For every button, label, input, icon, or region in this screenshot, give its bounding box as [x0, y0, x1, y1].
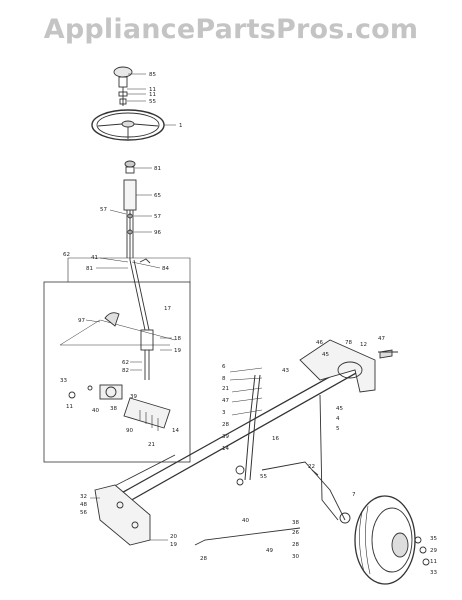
- inset-detail-box: [43, 257, 191, 463]
- callout-number: 30: [292, 554, 299, 560]
- callout-number: 29: [430, 548, 437, 554]
- callout-number: 18: [174, 336, 181, 342]
- callout-number: 11: [149, 87, 156, 93]
- callout-number: 19: [174, 348, 181, 354]
- callout-number: 81: [86, 266, 93, 272]
- callout-number: 40: [242, 518, 249, 524]
- callout-number: 82: [122, 368, 129, 374]
- callout-number: 40: [92, 408, 99, 414]
- callout-number: 33: [430, 570, 437, 576]
- callout-number: 41: [91, 255, 98, 261]
- callout-number: 22: [308, 464, 315, 470]
- callout-number: 57: [100, 207, 107, 213]
- callout-number: 26: [292, 530, 299, 536]
- right-mounting-bracket[interactable]: [299, 339, 398, 393]
- watermark-text: AppliancePartsPros.com: [43, 14, 419, 45]
- pivot-arm-assembly[interactable]: [229, 367, 351, 524]
- callout-number: 62: [122, 360, 129, 366]
- callout-number: 43: [282, 368, 289, 374]
- drag-link[interactable]: [194, 469, 319, 546]
- callout-number: 57: [154, 214, 161, 220]
- callout-number: 49: [266, 548, 273, 554]
- callout-numbers: 85 11 11 55 1 81 65 57 57 96 62 41 81 84…: [60, 72, 437, 576]
- callout-number: 47: [222, 398, 229, 404]
- callout-number: 96: [154, 230, 161, 236]
- callout-number: 46: [316, 340, 323, 346]
- callout-number: 28: [200, 556, 207, 562]
- callout-number: 55: [260, 474, 267, 480]
- steering-column-upper[interactable]: [109, 160, 152, 260]
- callout-number: 39: [130, 394, 137, 400]
- callout-number: 14: [172, 428, 179, 434]
- callout-number: 84: [162, 266, 169, 272]
- callout-number: 6: [222, 364, 226, 370]
- steering-wheel[interactable]: [91, 109, 176, 141]
- callout-number: 14: [222, 446, 229, 452]
- callout-number: 12: [360, 342, 367, 348]
- sector-gear-assembly[interactable]: [68, 312, 172, 431]
- callout-number: 38: [110, 406, 117, 412]
- callout-number: 8: [222, 376, 226, 382]
- callout-number: 21: [148, 442, 155, 448]
- callout-number: 33: [60, 378, 67, 384]
- callout-number: 47: [378, 336, 385, 342]
- callout-number: 55: [149, 99, 156, 105]
- callout-number: 85: [149, 72, 156, 78]
- callout-number: 5: [336, 426, 340, 432]
- callout-number: 81: [154, 166, 161, 172]
- callout-number: 78: [345, 340, 352, 346]
- callout-number: 17: [164, 306, 171, 312]
- callout-number: 19: [170, 542, 177, 548]
- callout-number: 20: [170, 534, 177, 540]
- steering-shaft-lower[interactable]: [96, 257, 161, 380]
- callout-number: 48: [80, 502, 87, 508]
- callout-number: 7: [352, 492, 356, 498]
- wheel-cap-assembly[interactable]: [113, 66, 146, 106]
- callout-number: 21: [222, 386, 229, 392]
- front-wheel[interactable]: [354, 495, 430, 585]
- callout-number: 32: [80, 494, 87, 500]
- callout-number: 45: [322, 352, 329, 358]
- left-spindle-bracket[interactable]: [90, 484, 168, 546]
- callout-number: 1: [179, 123, 183, 129]
- callout-number: 3: [222, 410, 226, 416]
- callout-number: 65: [154, 193, 161, 199]
- callout-number: 11: [66, 404, 73, 410]
- callout-number: 4: [336, 416, 340, 422]
- front-axle-frame[interactable]: [96, 359, 366, 516]
- callout-number: 62: [63, 252, 70, 258]
- callout-number: 90: [126, 428, 133, 434]
- callout-number: 16: [272, 436, 279, 442]
- callout-number: 35: [430, 536, 437, 542]
- callout-number: 38: [292, 520, 299, 526]
- callout-number: 28: [292, 542, 299, 548]
- callout-number: 97: [78, 318, 85, 324]
- callout-number: 45: [336, 406, 343, 412]
- callout-number: 11: [149, 92, 156, 98]
- callout-number: 56: [80, 510, 87, 516]
- callout-number: 39: [222, 434, 229, 440]
- callout-number: 28: [222, 422, 229, 428]
- callout-number: 11: [430, 559, 437, 565]
